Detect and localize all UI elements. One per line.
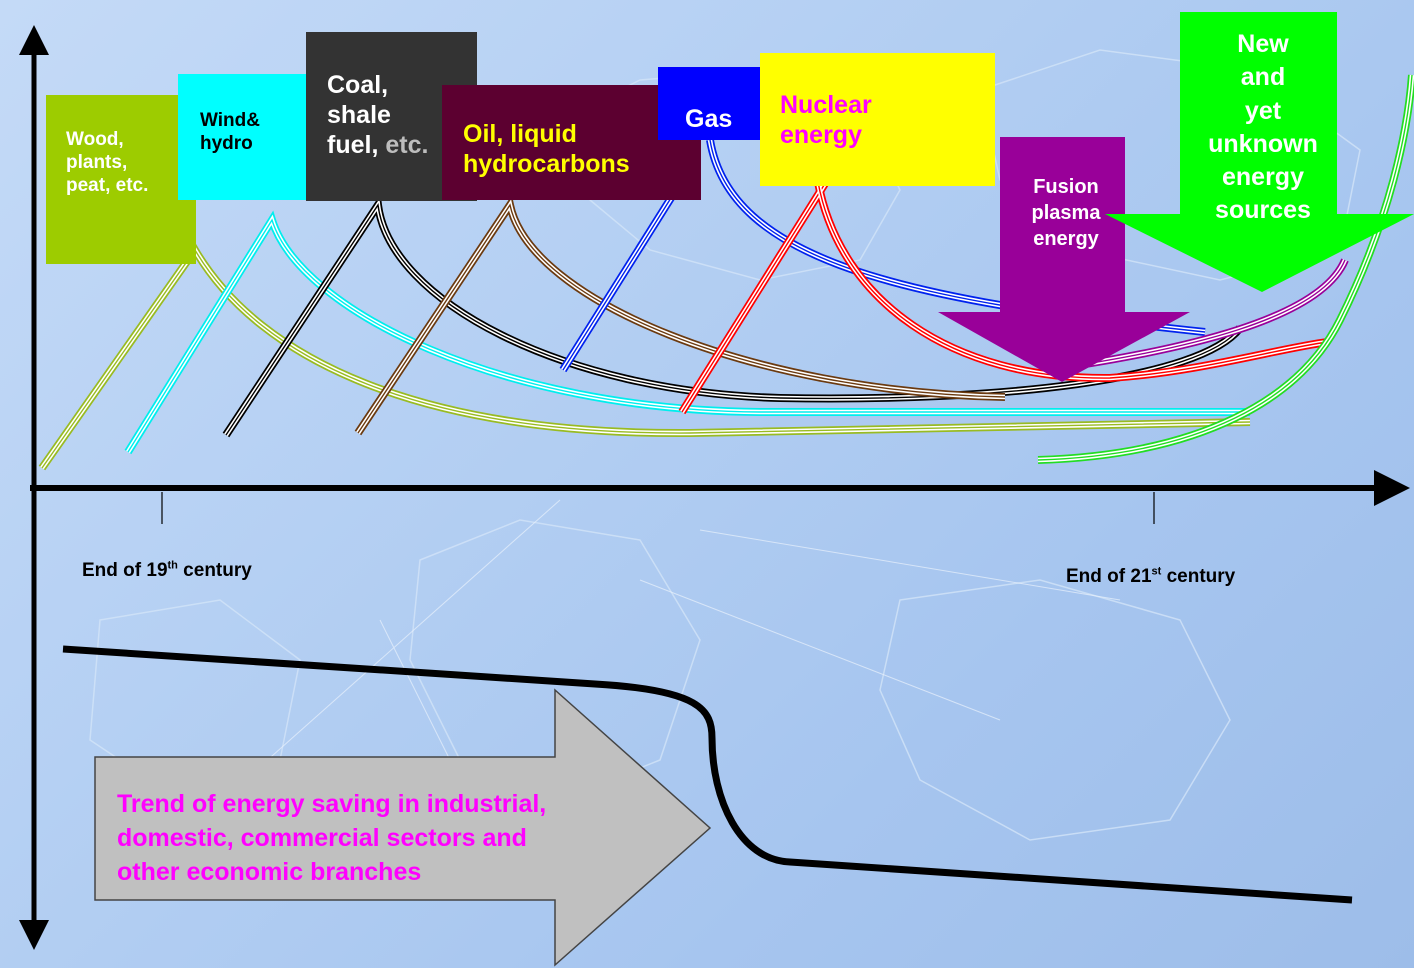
fusion-arrow <box>938 137 1190 382</box>
curve-wood-core <box>41 248 1251 469</box>
source-wood-label: Wood, plants, peat, etc. <box>66 129 149 196</box>
source-coal-label-extra: etc. <box>378 131 429 159</box>
source-wood-box: Wood, plants, peat, etc. <box>46 95 196 264</box>
curve-gas-core <box>562 189 677 371</box>
curve-oil <box>354 194 1006 436</box>
tick-label-right: End of 21st century <box>1066 565 1236 587</box>
source-fusion-label: Fusion plasma energy <box>1031 176 1101 250</box>
trend-label: Trend of energy saving in industrial, do… <box>117 790 547 886</box>
curve-wind <box>124 210 1250 455</box>
source-coal-label: Coal, shale fuel, <box>327 71 391 159</box>
source-oil-box: Oil, liquid hydrocarbons <box>442 85 701 200</box>
source-nuclear-label: Nuclear energy <box>780 91 872 149</box>
curve-fusion <box>1059 258 1349 372</box>
tick-label-left: End of 19th century <box>82 559 252 581</box>
source-new-label: New and yet unknown energy sources <box>1208 30 1318 225</box>
curve-wind-core <box>127 218 1250 453</box>
curve-coal <box>222 193 1244 438</box>
trend-line <box>62 645 1353 904</box>
curve-oil-core <box>357 203 1006 434</box>
curve-fusion-core <box>1059 259 1346 369</box>
trend-arrow <box>94 688 712 967</box>
source-nuclear-box: Nuclear energy <box>760 53 995 186</box>
curve-wood <box>38 242 1251 471</box>
source-gas-label: Gas <box>685 105 733 133</box>
curve-nuclear-core <box>681 181 827 413</box>
new-sources-arrow <box>1105 12 1414 292</box>
source-wind-label: Wind& hydro <box>200 110 260 154</box>
curve-new-core <box>1037 74 1413 461</box>
source-wind-box: Wind& hydro <box>178 74 306 200</box>
curve-coal-core <box>225 203 1241 436</box>
source-oil-label: Oil, liquid hydrocarbons <box>463 120 630 178</box>
source-gas-box: Gas <box>658 67 760 140</box>
curve-new <box>1037 74 1414 464</box>
